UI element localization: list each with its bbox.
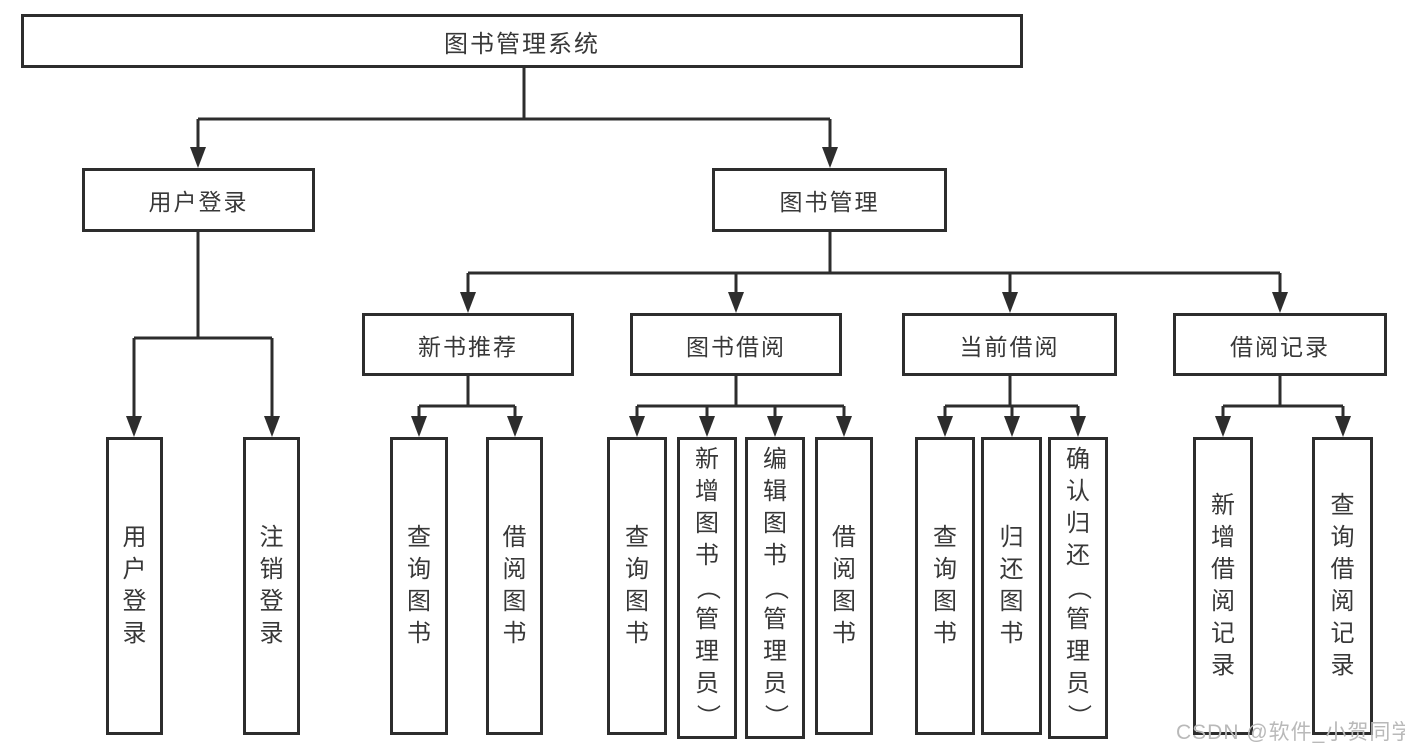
leaf-logout: 注销登录 — [243, 437, 300, 735]
arrow-down-icon — [1335, 416, 1351, 437]
connector-user-login-branch — [132, 232, 274, 420]
leaf-borrow-books-1: 借阅图书 — [486, 437, 543, 735]
node-book-management: 图书管理 — [712, 168, 947, 232]
watermark: CSDN @软件_小贺同学 — [1176, 721, 1405, 744]
leaf-query-borrow-record: 查询借阅记录 — [1312, 437, 1373, 735]
connector-root-to-level2 — [196, 68, 832, 150]
arrow-down-icon — [1004, 416, 1020, 437]
leaf-add-borrow-record: 新增借阅记录 — [1193, 437, 1253, 735]
node-root-system: 图书管理系统 — [21, 14, 1023, 68]
connector-new-book-branch — [417, 376, 517, 420]
arrow-down-icon — [1215, 416, 1231, 437]
arrow-down-icon — [1272, 292, 1288, 313]
arrow-down-icon — [411, 416, 427, 437]
arrow-down-icon — [1070, 416, 1086, 437]
node-book-borrow: 图书借阅 — [630, 313, 842, 376]
arrowheads — [126, 147, 1351, 437]
node-user-login: 用户登录 — [82, 168, 315, 232]
arrow-down-icon — [460, 292, 476, 313]
arrow-down-icon — [767, 416, 783, 437]
leaf-confirm-return-admin: 确认归还（管理员） — [1048, 437, 1108, 739]
arrow-down-icon — [190, 147, 206, 168]
connector-records-branch — [1221, 376, 1345, 420]
arrow-down-icon — [699, 416, 715, 437]
arrow-down-icon — [629, 416, 645, 437]
leaf-return-books: 归还图书 — [981, 437, 1042, 735]
node-new-book-recommend: 新书推荐 — [362, 313, 574, 376]
arrow-down-icon — [822, 147, 838, 168]
leaf-query-books-2: 查询图书 — [607, 437, 667, 735]
leaf-query-books-1: 查询图书 — [390, 437, 448, 735]
node-current-borrow: 当前借阅 — [902, 313, 1117, 376]
leaf-query-books-3: 查询图书 — [915, 437, 975, 735]
connector-borrow-branch — [635, 376, 846, 420]
arrow-down-icon — [836, 416, 852, 437]
node-borrow-records: 借阅记录 — [1173, 313, 1387, 376]
arrow-down-icon — [126, 416, 142, 437]
arrow-down-icon — [1002, 292, 1018, 313]
connector-current-branch — [943, 376, 1080, 420]
leaf-edit-books-admin: 编辑图书（管理员） — [745, 437, 805, 739]
arrow-down-icon — [728, 292, 744, 313]
leaf-user-login: 用户登录 — [106, 437, 163, 735]
arrow-down-icon — [264, 416, 280, 437]
connector-book-mgmt-branch — [466, 232, 1282, 296]
leaf-borrow-books-2: 借阅图书 — [815, 437, 873, 735]
leaf-add-books-admin: 新增图书（管理员） — [677, 437, 737, 739]
arrow-down-icon — [937, 416, 953, 437]
arrow-down-icon — [507, 416, 523, 437]
